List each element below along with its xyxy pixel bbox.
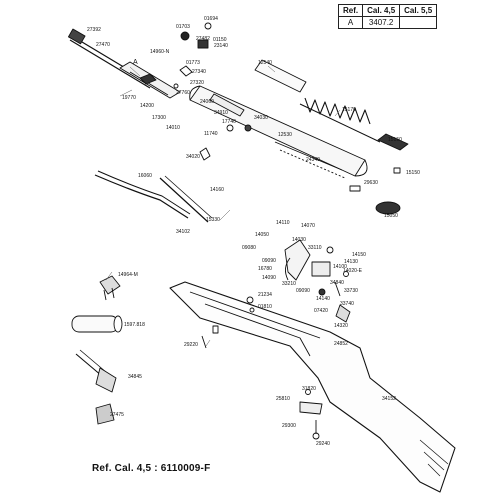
cal55-cell	[399, 16, 438, 29]
leader-lines	[105, 65, 341, 347]
label-14070: 14070	[301, 223, 315, 229]
label-29630: 29630	[364, 180, 378, 186]
label-01703: 01703	[176, 24, 190, 30]
label-34840: 34840	[330, 280, 344, 286]
label-01694: 01694	[204, 16, 218, 22]
ref-cell: A	[337, 16, 364, 29]
label-14160: 14160	[210, 187, 224, 193]
label-29240: 29240	[316, 441, 330, 447]
label-14200: 14200	[140, 103, 154, 109]
label-16780: 16780	[258, 266, 272, 272]
label-29300: 29300	[282, 423, 296, 429]
rifle-stock	[169, 281, 456, 493]
label-27475: 27475	[110, 412, 124, 418]
stock-screws	[201, 296, 323, 440]
label-01810: 01810	[258, 304, 272, 310]
label-34020: 34020	[186, 154, 200, 160]
label-27760: 27760	[176, 90, 190, 96]
label-33210: 33210	[282, 281, 296, 287]
label-14130: 14130	[344, 259, 358, 265]
label-11740: 11740	[204, 131, 218, 137]
label-34910: 34910	[214, 110, 228, 116]
label-01150: 01150	[213, 37, 227, 43]
label-a: A	[133, 59, 138, 66]
label-29220: 29220	[184, 342, 198, 348]
label-15150-a: 15150	[388, 137, 402, 143]
end-cap-parts	[349, 167, 401, 215]
label-09090-b: 09090	[296, 288, 310, 294]
reference-table: Ref. Cal. 4,5 Cal. 5,5 A 3407.2	[337, 4, 438, 29]
label-09080: 09080	[242, 245, 256, 251]
label-27470: 27470	[96, 42, 110, 48]
label-14960-n: 14960-N	[150, 49, 170, 55]
label-12540: 12540	[258, 60, 272, 66]
label-07420: 07420	[314, 308, 328, 314]
label-14020-e: 14020-E	[343, 268, 363, 274]
label-14140: 14140	[316, 296, 330, 302]
label-1597-818: 1597.818	[124, 322, 145, 328]
label-15170: 15170	[342, 107, 356, 113]
label-34845: 34845	[128, 374, 142, 380]
label-19770: 19770	[122, 95, 136, 101]
label-14010: 14010	[166, 125, 180, 131]
label-27482: 27482	[196, 36, 210, 42]
label-33740: 33740	[340, 301, 354, 307]
label-12530: 12530	[278, 132, 292, 138]
label-16060: 16060	[138, 173, 152, 179]
label-14100: 14100	[333, 264, 347, 270]
label-15050: 15050	[384, 213, 398, 219]
trigger-group	[284, 239, 351, 323]
label-24060: 24060	[200, 99, 214, 105]
label-27320: 27320	[190, 80, 204, 86]
label-15330: 15330	[206, 217, 220, 223]
label-34030: 34030	[254, 115, 268, 121]
scope-mount	[75, 349, 117, 425]
label-09090: 09090	[262, 258, 276, 264]
label-21234: 21234	[258, 292, 272, 298]
label-15150-b: 15150	[406, 170, 420, 176]
label-14030: 14030	[292, 237, 306, 243]
label-14964-m: 14964-M	[118, 272, 138, 278]
label-34102: 34102	[176, 229, 190, 235]
label-27340: 27340	[192, 69, 206, 75]
label-14150: 14150	[352, 252, 366, 258]
label-24852: 24852	[334, 341, 348, 347]
rear-sight	[99, 275, 121, 301]
label-33110: 33110	[308, 245, 322, 251]
label-31820: 31820	[302, 386, 316, 392]
label-14090: 14090	[262, 275, 276, 281]
label-01773: 01773	[186, 60, 200, 66]
cocking-lever	[94, 170, 213, 223]
label-14110: 14110	[276, 220, 290, 226]
label-33730: 33730	[344, 288, 358, 294]
breech-small-parts	[173, 22, 252, 161]
label-14320: 14320	[334, 323, 348, 329]
label-17300: 17300	[152, 115, 166, 121]
label-25810: 25810	[276, 396, 290, 402]
label-34152: 34152	[382, 396, 396, 402]
label-14050: 14050	[255, 232, 269, 238]
part-labels: 27392 27470 01703 01694 27482 14960-N 23…	[87, 16, 420, 447]
silencer	[71, 315, 123, 333]
footer-reference: Ref. Cal. 4,5 : 6110009-F	[92, 463, 211, 474]
spring-assembly	[254, 59, 409, 151]
label-17740: 17740	[222, 119, 236, 125]
label-27392: 27392	[87, 27, 101, 33]
label-24340: 24340	[306, 157, 320, 163]
label-23140: 23140	[214, 43, 228, 49]
barrel-assembly	[67, 28, 181, 99]
